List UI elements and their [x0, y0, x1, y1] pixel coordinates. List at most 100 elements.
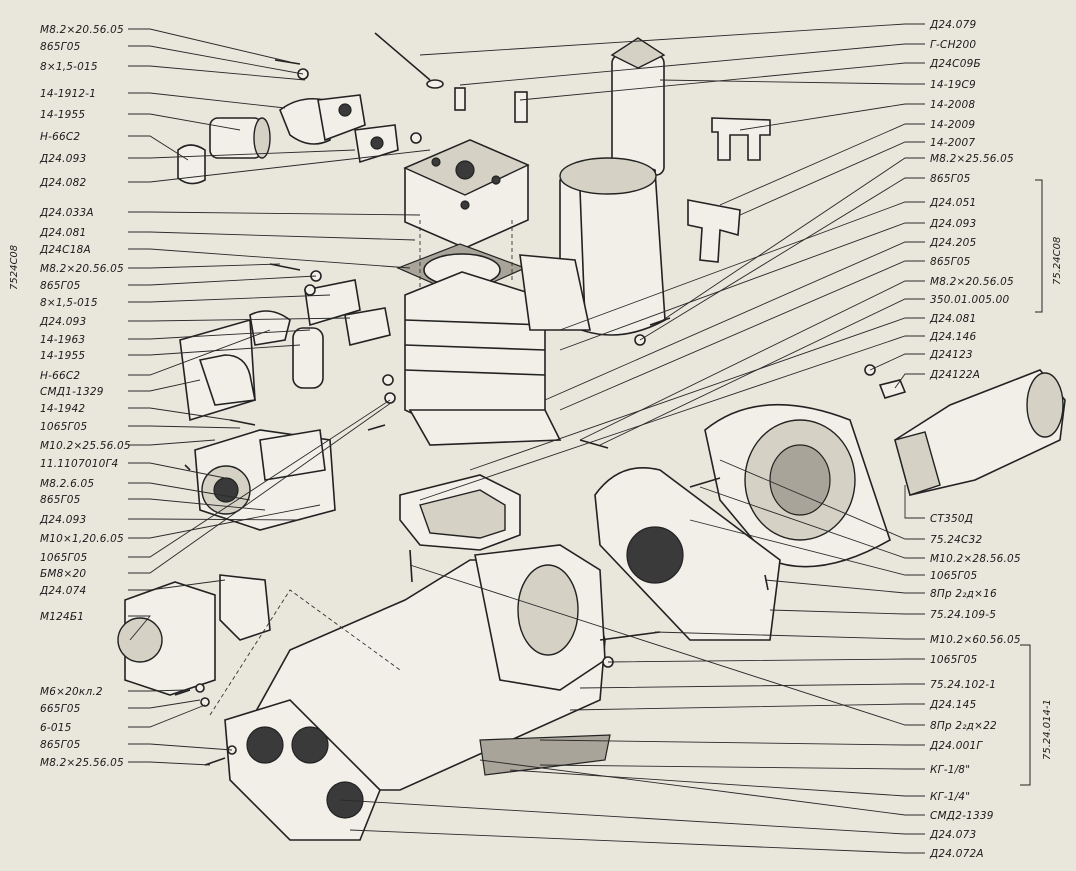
left-label: 14-1955 [40, 350, 85, 362]
left-label: Д24.093 [39, 153, 86, 165]
left-label: 14-1963 [40, 334, 85, 346]
right-label: 1065Г05 [930, 654, 977, 666]
right-leader-line [559, 222, 925, 351]
right-label: Д24.073 [929, 829, 976, 841]
left-label: 665Г05 [40, 703, 81, 715]
right-leader-line [579, 280, 925, 441]
left-label: 1065Г05 [40, 421, 87, 433]
right-label: 14-2007 [930, 137, 975, 149]
flywheel-housing [594, 403, 891, 641]
group-label-right-bottom: 75.24.014-1 [1042, 699, 1053, 760]
left-leader-line [128, 579, 226, 591]
left-label: Д24С18А [39, 244, 91, 256]
muffler-assembly [559, 37, 666, 336]
left-label: М8.2×20.56.05 [40, 263, 124, 275]
right-leader-line [659, 79, 925, 85]
right-leader-line [894, 373, 925, 389]
left-label: 865Г05 [40, 739, 81, 751]
right-leader-line [719, 459, 925, 540]
left-label: 14-1955 [40, 109, 85, 121]
left-label: М8.2.6.05 [40, 478, 94, 490]
left-label: БМ8×20 [40, 568, 86, 580]
right-label: 75.24.102-1 [930, 679, 996, 691]
left-leader-line [128, 399, 396, 574]
left-label: Н-66С2 [40, 370, 80, 382]
right-leader-line [479, 759, 925, 816]
right-leader-line [519, 62, 925, 101]
assembly-guides [209, 220, 513, 716]
right-label: Д24.001Г [929, 740, 983, 752]
fuel-pump [117, 574, 271, 696]
left-label: М8.2×25.56.05 [40, 757, 124, 769]
starter-motor [894, 369, 1066, 496]
labels-left-column: М8.2×20.56.05 865Г05 8×1,5-015 14-1912-1 14-… [39, 24, 131, 769]
left-leader-line [128, 439, 216, 446]
left-leader-line [128, 689, 186, 692]
carburetor [194, 429, 336, 531]
left-leader-line [128, 399, 391, 558]
right-label: СМД2-1339 [930, 810, 994, 822]
right-label: Д24123 [929, 349, 973, 361]
right-label: КГ-1/8" [930, 764, 970, 776]
left-leader-line [128, 149, 431, 183]
right-label: Д24С09Б [929, 58, 981, 70]
right-leader-line [769, 609, 925, 615]
right-leader-line [739, 141, 925, 216]
left-label: Д24.033А [39, 207, 94, 219]
right-leader-line [459, 43, 925, 86]
right-label: 1065Г05 [930, 570, 977, 582]
right-leader-line [349, 829, 925, 854]
right-label: Д24.145 [929, 699, 976, 711]
left-leader-line [128, 248, 411, 269]
right-leader-line [339, 799, 925, 835]
right-label: М8.2×25.56.05 [930, 153, 1014, 165]
right-leader-line [659, 157, 925, 323]
right-leader-line [539, 764, 925, 770]
right-label: Д24.093 [929, 218, 976, 230]
left-leader-line [128, 425, 241, 429]
right-label: Д24.146 [929, 331, 976, 343]
right-label: КГ-1/4" [930, 791, 970, 803]
left-label: Д24.082 [39, 177, 86, 189]
left-leader-line [128, 379, 201, 392]
group-label-left: 7524С08 [9, 245, 20, 290]
right-label: М10.2×60.56.05 [930, 634, 1021, 646]
left-leader-line [128, 699, 201, 709]
left-leader-line [128, 518, 301, 521]
left-leader-line [128, 615, 151, 641]
left-leader-line [128, 231, 416, 241]
left-label: 14-1912-1 [40, 88, 96, 100]
left-label: Д24.074 [39, 585, 86, 597]
right-leader-line [569, 703, 925, 711]
right-leader-line [739, 103, 925, 131]
right-label: СТ350Д [930, 513, 973, 525]
left-label: 865Г05 [40, 494, 81, 506]
right-label: 865Г05 [930, 256, 971, 268]
right-leader-line [719, 123, 925, 206]
right-label: М8.2×20.56.05 [930, 276, 1014, 288]
left-label: Д24.093 [39, 514, 86, 526]
left-leader-line [128, 344, 301, 356]
right-leader-line [699, 486, 925, 559]
left-label: 1065Г05 [40, 552, 87, 564]
right-leader-line [869, 353, 925, 371]
left-leader-line [128, 275, 317, 286]
left-label: Н-66С2 [40, 131, 80, 143]
left-leader-line [128, 135, 189, 161]
left-label: М8.2×20.56.05 [40, 24, 124, 36]
right-label: Д24.079 [929, 19, 976, 31]
right-label: 865Г05 [930, 173, 971, 185]
left-label: М10.2×25.56.05 [40, 440, 131, 452]
right-leader-line [599, 298, 925, 446]
right-label: Д24.072А [929, 848, 984, 860]
right-leader-line [419, 335, 925, 501]
right-label: 350.01.005.00 [930, 294, 1010, 306]
left-label: 8×1,5-015 [40, 297, 98, 309]
left-leader-line [128, 462, 226, 479]
left-leader-line [128, 329, 311, 340]
fasteners [174, 32, 907, 766]
left-label: М10×1,20.6.05 [40, 533, 124, 545]
right-leader-line [639, 177, 925, 341]
left-leader-line [128, 149, 356, 159]
